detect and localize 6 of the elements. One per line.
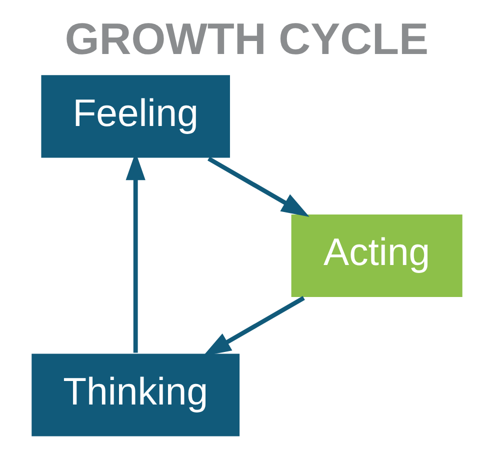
node-box: Thinking	[30, 352, 241, 438]
arrow	[202, 296, 304, 356]
arrow	[207, 156, 309, 217]
node-box: Acting	[289, 212, 464, 298]
node-box: Feeling	[39, 74, 231, 160]
diagram-title: GROWTH CYCLE	[64, 14, 428, 64]
